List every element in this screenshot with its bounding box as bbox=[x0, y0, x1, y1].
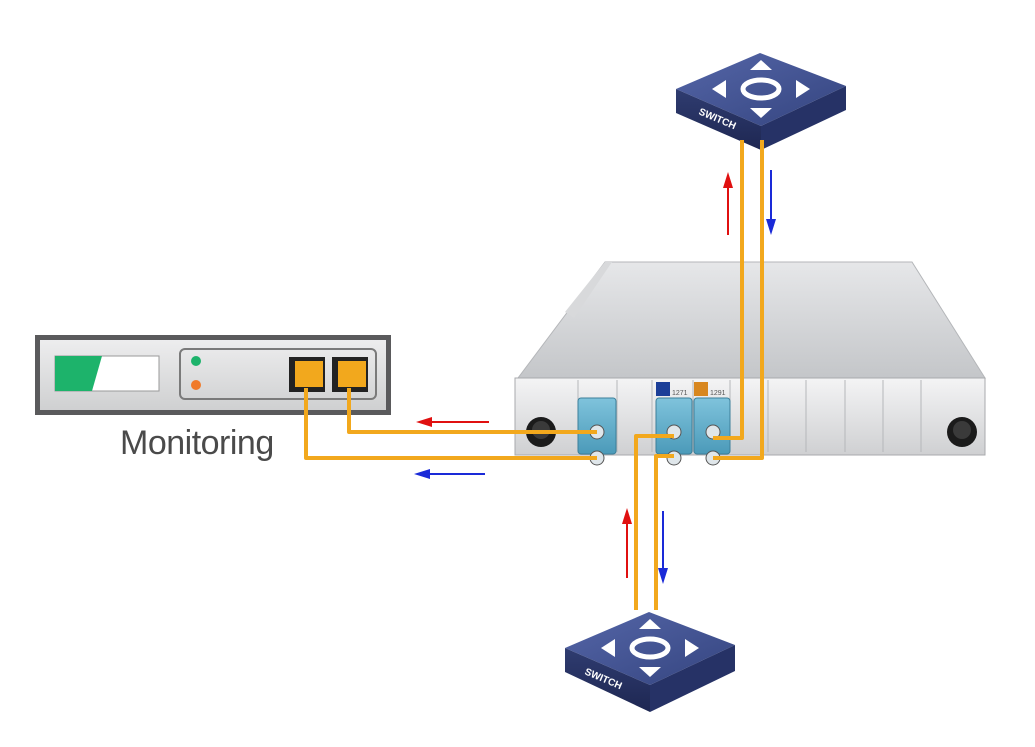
tap-module: 1271 1291 bbox=[514, 261, 986, 466]
fiber-monitor-b bbox=[304, 388, 597, 460]
port-label-1291: 1291 bbox=[710, 390, 726, 397]
tap-front-face bbox=[514, 377, 986, 456]
led-orange-icon bbox=[191, 380, 201, 390]
arrow-down-bottom bbox=[658, 511, 668, 584]
fiber-cables bbox=[304, 140, 764, 610]
monitoring-label: Monitoring bbox=[120, 424, 274, 462]
arrow-up-top bbox=[723, 172, 733, 235]
arrow-left-blue bbox=[414, 469, 485, 479]
tap-top-rail bbox=[565, 262, 612, 318]
right-thumbscrew-cap bbox=[953, 421, 971, 439]
monitor-display-bar bbox=[55, 356, 102, 391]
fiber-switch-top-a bbox=[713, 140, 744, 440]
switch-bottom-arrows-icon bbox=[601, 619, 699, 677]
switch-top-arrows-icon bbox=[712, 60, 810, 118]
fiber-monitor-a bbox=[347, 388, 597, 434]
port-label-1271: 1271 bbox=[672, 390, 688, 397]
fiber-switch-top-b bbox=[713, 140, 764, 460]
monitor-port-panel bbox=[179, 348, 377, 400]
switch-bottom: SWITCH bbox=[565, 612, 735, 712]
tap-top-face bbox=[517, 261, 986, 379]
led-green-icon bbox=[191, 356, 201, 366]
arrow-up-bottom bbox=[622, 508, 632, 578]
fiber-switch-bottom-a bbox=[634, 434, 674, 610]
switch-top: SWITCH bbox=[676, 53, 846, 150]
monitoring-device bbox=[35, 335, 391, 415]
arrow-left-red bbox=[416, 417, 489, 427]
arrow-down-top bbox=[766, 170, 776, 235]
fiber-switch-bottom-b bbox=[654, 454, 674, 610]
port-tab-orange bbox=[694, 382, 708, 396]
port-tab-blue bbox=[656, 382, 670, 396]
